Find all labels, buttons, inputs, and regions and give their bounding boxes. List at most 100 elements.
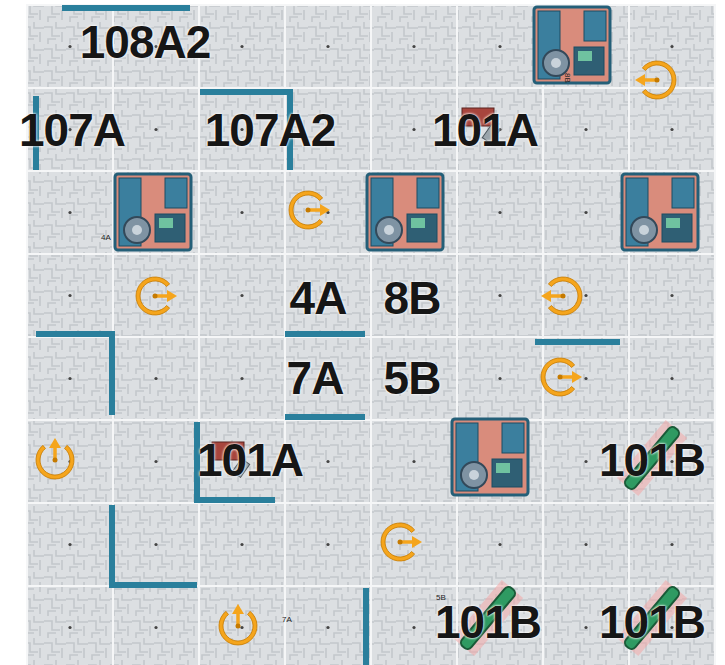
floor-tile — [371, 254, 457, 337]
tile-code: 4A — [101, 234, 111, 242]
tile-dot — [498, 211, 501, 214]
tile-dot — [154, 626, 157, 629]
wall-segment — [112, 505, 197, 585]
floor-tile — [285, 586, 371, 665]
rotation-icon — [635, 61, 676, 99]
rotation-icon — [36, 438, 74, 479]
floor-tile — [27, 503, 113, 586]
tile-dot — [412, 45, 415, 48]
tile-dot — [154, 377, 157, 380]
tile-dot — [68, 543, 71, 546]
tile-code: 7A — [282, 616, 292, 624]
tile-dot — [240, 294, 243, 297]
tile-dot — [584, 211, 587, 214]
rotation-icon — [136, 277, 177, 315]
tile-dot — [498, 377, 501, 380]
floor-tile — [285, 171, 371, 254]
floor-tile — [371, 337, 457, 420]
tile-dot — [412, 626, 415, 629]
floor-tile — [113, 171, 199, 254]
floor-tile — [199, 171, 285, 254]
tile-dot — [68, 626, 71, 629]
floor-tile — [543, 254, 629, 337]
floor-tile — [371, 503, 457, 586]
floor-tile — [27, 420, 113, 503]
floor-tile — [27, 171, 113, 254]
floor-tile — [543, 337, 629, 420]
tile-dot — [412, 128, 415, 131]
tile-dot — [326, 45, 329, 48]
tile-dot — [670, 45, 673, 48]
tile-dot — [670, 543, 673, 546]
tile-label: 101B — [599, 599, 705, 645]
tile-dot — [670, 377, 673, 380]
wall-segment — [285, 331, 365, 337]
floor-tile — [629, 254, 715, 337]
floor-tile — [543, 503, 629, 586]
tile-dot — [240, 211, 243, 214]
tile-dot — [68, 377, 71, 380]
tile-label: 7A — [287, 355, 344, 401]
tile-label: 101A — [197, 437, 303, 483]
tile-label: 107A — [19, 107, 125, 153]
floor-tile — [27, 337, 113, 420]
tile-dot — [584, 460, 587, 463]
tile-code: 8B — [563, 73, 571, 83]
tile-label: 101B — [599, 437, 705, 483]
floor-tile — [457, 254, 543, 337]
tile-label: 108A2 — [80, 19, 211, 65]
tile-dot — [670, 294, 673, 297]
rotation-icon — [541, 358, 582, 396]
floor-tile — [629, 88, 715, 171]
terminal-machine — [622, 174, 698, 250]
floor-tile — [629, 337, 715, 420]
terminal-machine — [115, 174, 191, 250]
floor-tile — [285, 254, 371, 337]
floor-tile — [113, 586, 199, 665]
tile-dot — [154, 460, 157, 463]
tile-dot — [326, 460, 329, 463]
tile-dot — [240, 377, 243, 380]
floor-tile — [457, 171, 543, 254]
floor-tile — [113, 88, 199, 171]
rotation-icon — [289, 191, 330, 229]
terminal-machine — [367, 174, 443, 250]
wall-segment — [62, 5, 190, 11]
tile-dot — [154, 543, 157, 546]
tile-dot — [326, 543, 329, 546]
floor-tile — [285, 503, 371, 586]
tile-label: 101B — [435, 599, 541, 645]
floor-tile — [457, 503, 543, 586]
tile-dot — [584, 377, 587, 380]
rotation-icon — [219, 604, 257, 645]
tile-dot — [240, 45, 243, 48]
tile-dot — [584, 128, 587, 131]
terminal-machine — [452, 419, 528, 495]
terminal-machine — [534, 7, 610, 83]
floor-tile — [199, 337, 285, 420]
floor-tile — [113, 420, 199, 503]
wall-segment — [535, 339, 620, 345]
tile-dot — [670, 128, 673, 131]
tile-dot — [326, 626, 329, 629]
wall-segment — [285, 414, 365, 420]
tile-label: 107A2 — [205, 107, 336, 153]
tile-dot — [68, 294, 71, 297]
floor-tile — [113, 254, 199, 337]
floor-tile — [199, 5, 285, 88]
floor-tile — [543, 88, 629, 171]
wall-segment — [36, 334, 112, 415]
floor-tile — [27, 586, 113, 665]
tile-dot — [498, 294, 501, 297]
floor-tile — [199, 586, 285, 665]
floor-tile — [285, 337, 371, 420]
rotation-icon — [541, 277, 582, 315]
floor-tile — [457, 5, 543, 88]
tile-dot — [498, 543, 501, 546]
floor-tile — [371, 5, 457, 88]
tile-dot — [584, 626, 587, 629]
tile-label: 101A — [432, 107, 538, 153]
floor-tile — [371, 420, 457, 503]
